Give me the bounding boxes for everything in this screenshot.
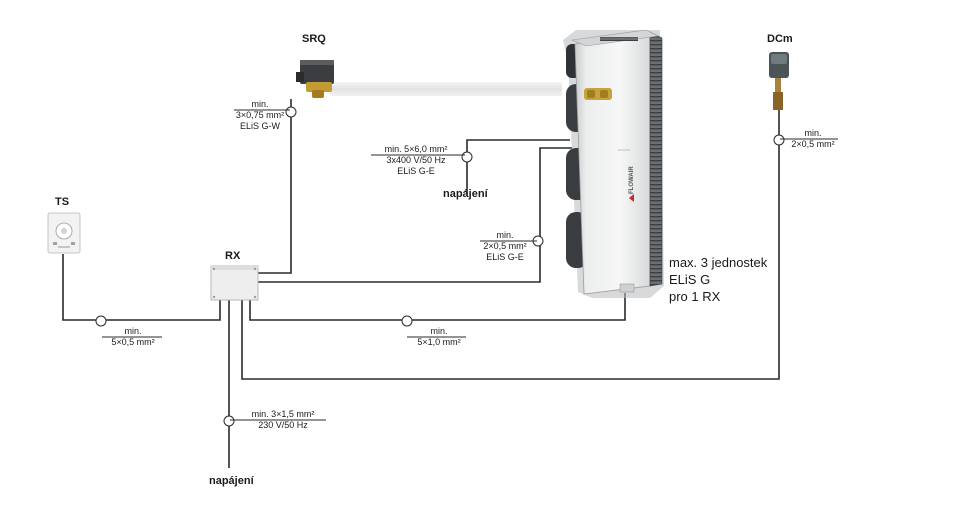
cable-label-srq: min. 3×0,75 mm² ELiS G-W <box>226 99 294 132</box>
ts-control-panel <box>47 212 81 254</box>
water-pipe <box>330 82 562 96</box>
cable-label-line: 2×0,5 mm² <box>791 139 835 149</box>
cable-label-dcm: min. 2×0,5 mm² <box>782 128 844 150</box>
dcm-sensor <box>769 52 789 110</box>
rx-module <box>210 265 259 301</box>
cable-label-line: min. <box>251 99 269 109</box>
srq-valve <box>296 60 334 98</box>
note-line: ELiS G <box>669 272 711 287</box>
unit-brand-logo: FLOWAIR <box>629 166 635 194</box>
cable-label-line: min. 5×6,0 mm² <box>384 144 448 154</box>
wire-srq-rx <box>258 99 292 274</box>
air-curtain-unit: FLOWAIR <box>563 29 664 298</box>
cable-label-bottom: min. 5×1,0 mm² <box>408 326 470 348</box>
cable-label-power-unit: min. 5×6,0 mm² 3x400 V/50 Hz ELiS G-E <box>368 144 464 177</box>
cable-label-line: 5×1,0 mm² <box>417 337 461 347</box>
cable-label-line: min. <box>804 128 822 138</box>
wire-rx-dcm <box>241 110 780 380</box>
flowair-logo-icon <box>629 194 634 202</box>
note-line: pro 1 RX <box>669 289 721 304</box>
cable-label-rx-power: min. 3×1,5 mm² 230 V/50 Hz <box>236 409 330 431</box>
wire-rx-unit-bottom <box>249 293 626 321</box>
cable-label-line: ELiS G-E <box>486 252 524 262</box>
power-supply-label-rx: napájení <box>209 475 254 487</box>
rx-label: RX <box>225 250 241 262</box>
cable-label-line: ELiS G-E <box>397 166 435 176</box>
note-line: max. 3 jednostek <box>669 255 768 270</box>
wires <box>62 99 780 468</box>
cable-label-line: 2×0,5 mm² <box>483 241 527 251</box>
cable-label-line: min. 3×1,5 mm² <box>251 409 315 419</box>
wire-ts-rx <box>62 254 221 321</box>
wire-power-unit <box>466 139 570 194</box>
label-rules <box>102 109 838 421</box>
cable-label-line: min. <box>496 230 514 240</box>
cable-label-line: min. <box>124 326 142 336</box>
srq-label: SRQ <box>302 33 326 45</box>
dcm-label: DCm <box>767 33 793 45</box>
cable-label-ts: min. 5×0,5 mm² <box>102 326 164 348</box>
cable-label-line: 230 V/50 Hz <box>258 420 308 430</box>
cable-markers <box>95 106 785 427</box>
cable-label-line: 3×0,75 mm² <box>235 110 285 120</box>
cable-label-line: 3x400 V/50 Hz <box>386 155 446 165</box>
cable-label-line: ELiS G-W <box>239 121 280 131</box>
cable-label-line: 5×0,5 mm² <box>111 337 155 347</box>
wire-rx-unit <box>258 147 572 283</box>
ts-label: TS <box>55 196 70 208</box>
power-supply-label-unit: napájení <box>443 188 488 200</box>
unit-limit-note: max. 3 jednostek ELiS G pro 1 RX <box>669 254 767 305</box>
cable-label-rx-unit: min. 2×0,5 mm² ELiS G-E <box>474 230 536 263</box>
cable-label-line: min. <box>430 326 448 336</box>
